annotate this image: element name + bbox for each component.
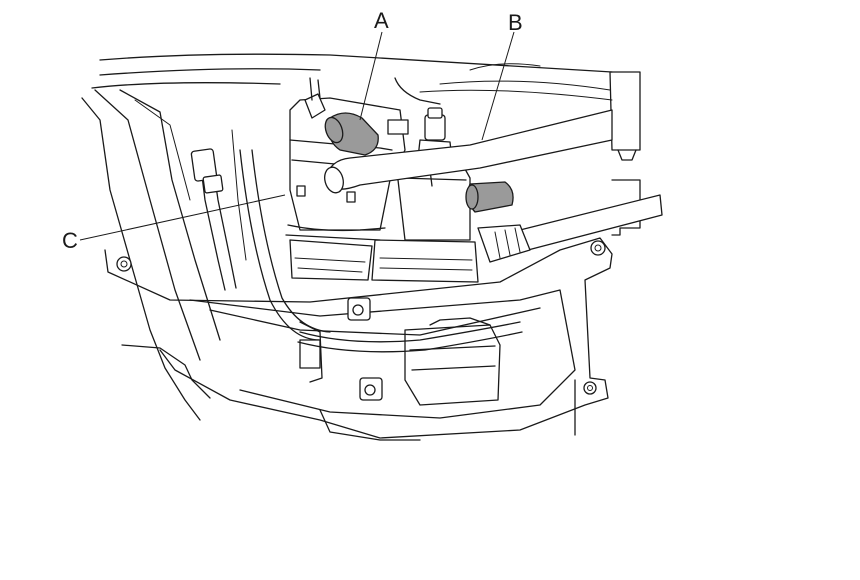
left-side-frame <box>81 89 247 421</box>
wire-harness-lower <box>297 321 523 353</box>
callout-label-a: A <box>374 8 389 33</box>
callout-label-b: B <box>508 10 523 35</box>
hose-cap-a <box>324 112 379 156</box>
callout-leaders <box>79 31 515 241</box>
callout-label-c: C <box>62 228 78 253</box>
lower-tank <box>319 317 576 441</box>
leader-c <box>79 194 286 241</box>
leader-b <box>481 31 515 141</box>
hose-b <box>324 109 613 194</box>
mounting-bolts <box>299 297 383 401</box>
leader-a <box>359 31 383 121</box>
lower-bracket <box>104 237 613 439</box>
upper-frame-lines <box>91 53 613 105</box>
shaded-cap-right <box>465 181 514 213</box>
right-hose <box>477 194 663 263</box>
